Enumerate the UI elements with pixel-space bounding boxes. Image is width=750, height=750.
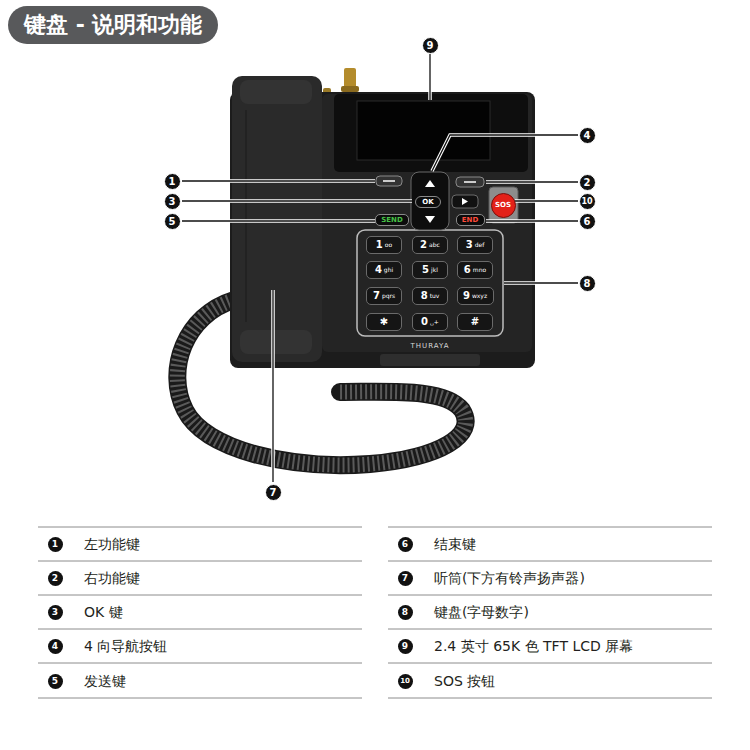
table-cell: OK 键 [84,603,123,621]
key-label: OK [422,199,433,206]
key-label: 8 [421,291,428,301]
table-cell: 2.4 英寸 65K 色 TFT LCD 屏幕 [434,637,633,655]
table-cell: 发送键 [84,672,126,690]
leader-line [182,54,578,482]
lcd-screen [357,101,490,160]
keypad-key: 3def [457,236,493,254]
key-label: 7 [373,291,380,301]
table-number: 5 [48,674,63,689]
keypad-key: 4ghi [366,261,402,279]
left-soft-key [376,176,402,186]
table-number: 7 [398,571,413,586]
key-letters: tuv [430,293,440,299]
key-letters: pqrs [382,293,395,299]
table-cell: 结束键 [434,535,476,553]
ok-key: OK [415,196,441,208]
table-number: 6 [398,537,413,552]
brand-name: THURAYA [410,342,449,350]
sos-key: SOS [491,193,516,218]
key-label: 3 [466,240,473,250]
section-title: 键盘 - 说明和功能 [8,6,218,44]
key-label: 4 [375,265,382,275]
key-label: 0 [421,317,428,327]
table-number: 3 [48,605,63,620]
keypad-outline [357,230,503,336]
table-number: 9 [398,639,413,654]
keypad-key: 1oo [366,236,402,254]
sos-housing [489,187,518,223]
send-key: SEND [375,214,409,226]
table-number: 10 [398,674,413,689]
table-rules [38,527,712,698]
keypad-key: 9wxyz [457,287,494,305]
table-number: 8 [398,605,413,620]
key-letters: jkl [431,267,438,273]
callout-number: 1 [164,173,181,190]
keypad-key: 2abc [412,236,448,254]
nav-down-arrow [425,216,435,223]
key-label: SOS [495,202,511,209]
key-letters: def [475,242,485,248]
right-soft-key [456,177,484,187]
end-key: END [456,214,485,226]
nav-right-key [452,195,478,208]
key-label: 6 [464,265,471,275]
keypad-key: # [457,313,493,331]
table-number: 2 [48,571,63,586]
table-cell: 键盘(字母数字) [434,603,529,621]
callout-number: 9 [422,37,439,54]
leader-casing [182,54,578,482]
key-letters: oo [385,242,392,248]
nav-up-arrow [425,180,435,187]
key-label: 5 [422,265,429,275]
table-number: 1 [48,537,63,552]
handset [232,76,322,362]
key-label: 1 [376,240,383,250]
callout-number: 5 [164,213,181,230]
table-cell: SOS 按钮 [434,672,495,690]
key-label: ✱ [380,317,388,327]
key-label: # [471,317,479,327]
keypad-key: ✱ [366,313,402,331]
key-letters: abc [429,242,440,248]
table-number: 4 [48,639,63,654]
callout-number: 2 [579,174,596,191]
callout-number: 8 [579,275,596,292]
callout-number: 6 [579,213,596,230]
key-label: SEND [381,217,403,224]
key-label: 9 [463,291,470,301]
key-letters: ␣+ [430,319,439,325]
key-letters: wxyz [472,293,487,299]
callout-number: 7 [265,484,282,501]
key-label: 2 [420,240,427,250]
keypad-key: 6mno [457,261,493,279]
table-cell: 左功能键 [84,535,140,553]
keypad-key: 5jkl [412,261,448,279]
callout-number: 3 [164,193,181,210]
keypad-key: 8tuv [412,287,448,305]
screen-bezel [334,94,528,172]
key-label: END [462,217,478,224]
table-cell: 听筒(下方有铃声扬声器) [434,569,585,587]
key-letters: mno [473,267,486,273]
table-cell: 4 向导航按钮 [84,637,167,655]
key-letters: ghi [384,267,393,273]
keypad-key: 0␣+ [412,313,448,331]
keypad-key: 7pqrs [366,287,402,305]
nav-pad [411,172,449,230]
callout-number: 10 [579,193,596,210]
table-cell: 右功能键 [84,569,140,587]
callout-number: 4 [579,127,596,144]
